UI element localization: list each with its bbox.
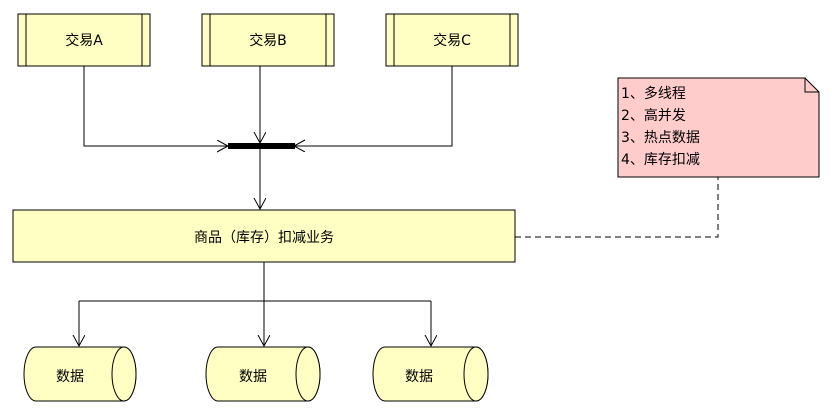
join-bar <box>228 143 295 149</box>
connector-a-to-join <box>83 66 228 146</box>
note[interactable]: 1、多线程 2、高并发 3、热点数据 4、库存扣减 <box>617 77 820 178</box>
service-box[interactable]: 商品（库存）扣减业务 <box>12 209 516 263</box>
note-line: 1、多线程 <box>621 85 686 102</box>
transaction-box-b[interactable]: 交易B <box>201 13 335 67</box>
note-connector <box>515 177 719 238</box>
transaction-box-a[interactable]: 交易A <box>17 13 151 67</box>
datastore-label: 数据 <box>56 369 84 385</box>
datastore-2[interactable]: 数据 <box>205 346 321 402</box>
note-line: 3、热点数据 <box>621 130 700 146</box>
datastore-label: 数据 <box>405 369 433 385</box>
service-label: 商品（库存）扣减业务 <box>194 230 334 246</box>
note-line: 4、库存扣减 <box>621 152 700 168</box>
transaction-label-b: 交易B <box>249 32 287 49</box>
datastore-label: 数据 <box>239 369 267 385</box>
transaction-label-c: 交易C <box>433 32 471 49</box>
datastore-3[interactable]: 数据 <box>372 346 489 402</box>
note-line: 2、高并发 <box>621 107 686 124</box>
transaction-label-a: 交易A <box>65 32 103 49</box>
transaction-box-c[interactable]: 交易C <box>385 13 519 67</box>
datastore-1[interactable]: 数据 <box>23 346 137 402</box>
connector-c-to-join <box>294 66 453 146</box>
